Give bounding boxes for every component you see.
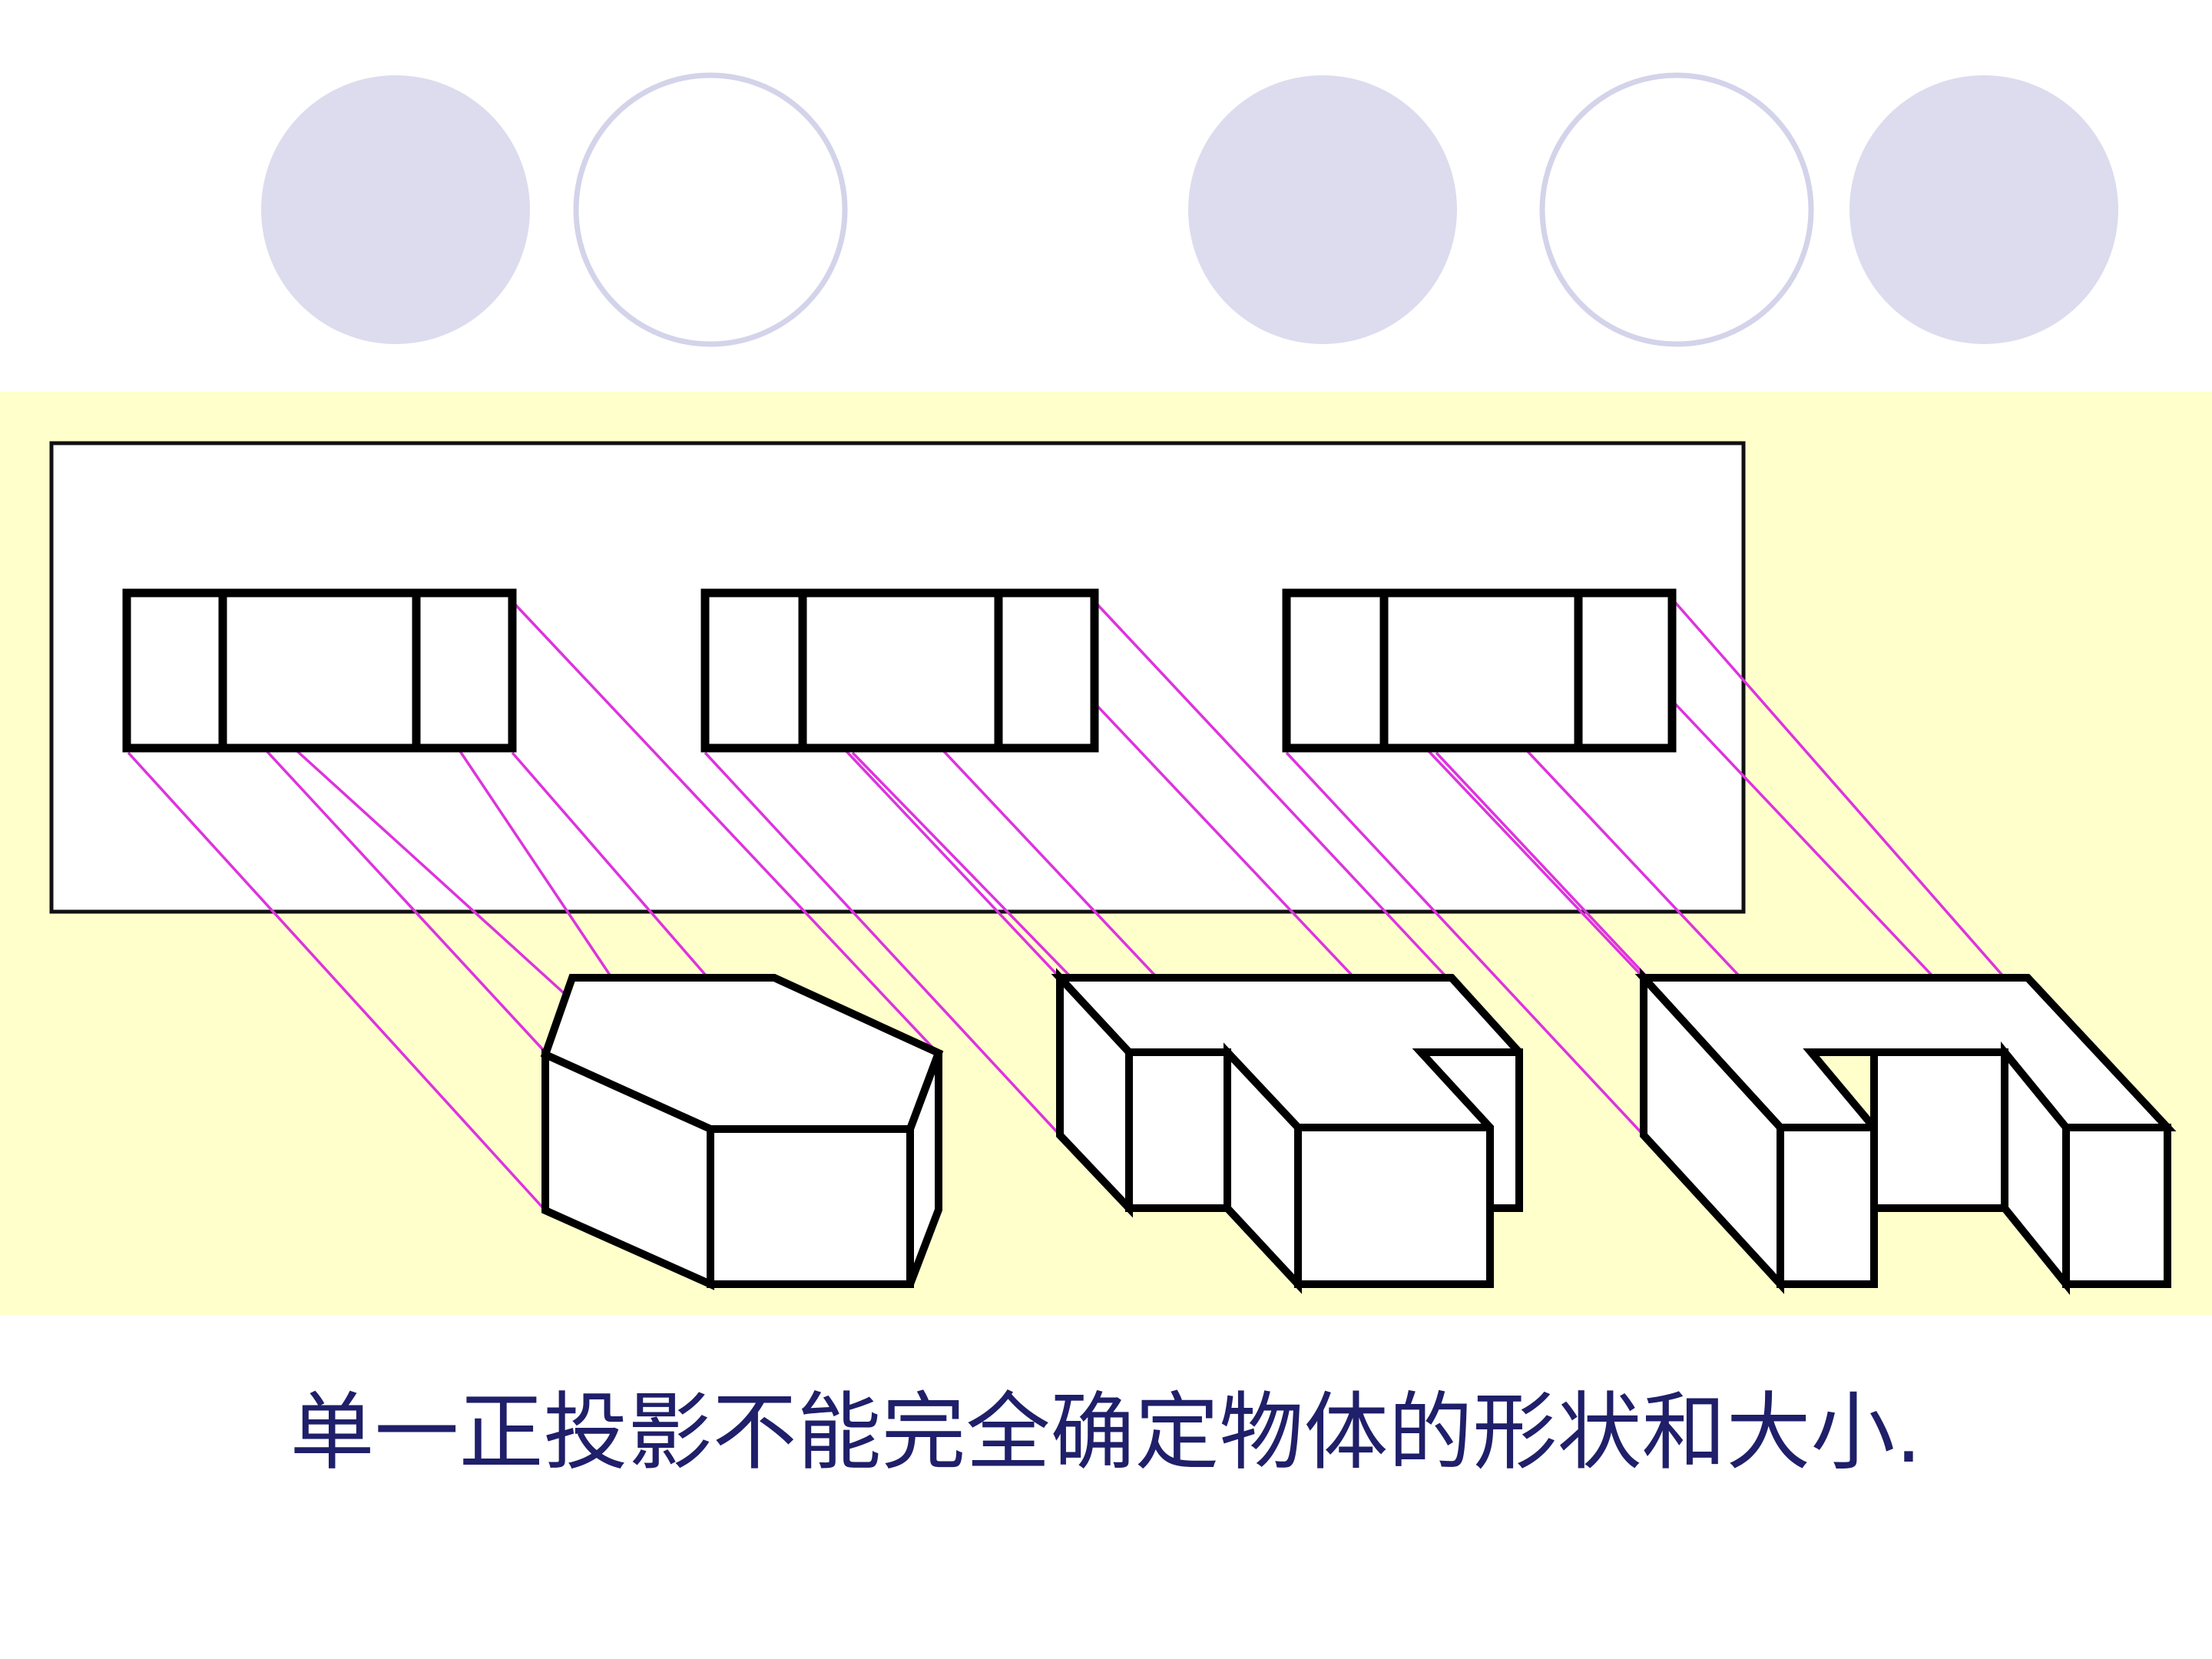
object-hexagonal-prism xyxy=(540,974,944,1290)
decor-circle-ring-1 xyxy=(573,72,848,347)
slide-caption: 单一正投影不能完全确定物体的形状和大小. xyxy=(290,1383,1922,1482)
decorative-circles xyxy=(261,72,2118,347)
front-view-1 xyxy=(122,588,517,753)
decor-circle-filled-1 xyxy=(261,75,530,344)
object-stepped-block xyxy=(1051,968,1523,1294)
front-view-3 xyxy=(1282,588,1677,753)
decor-circle-filled-2 xyxy=(1188,75,1457,344)
decor-circle-ring-2 xyxy=(1539,72,1814,347)
decor-circle-filled-3 xyxy=(1849,75,2118,344)
object-u-block xyxy=(1634,968,2177,1296)
front-view-2 xyxy=(700,588,1099,753)
